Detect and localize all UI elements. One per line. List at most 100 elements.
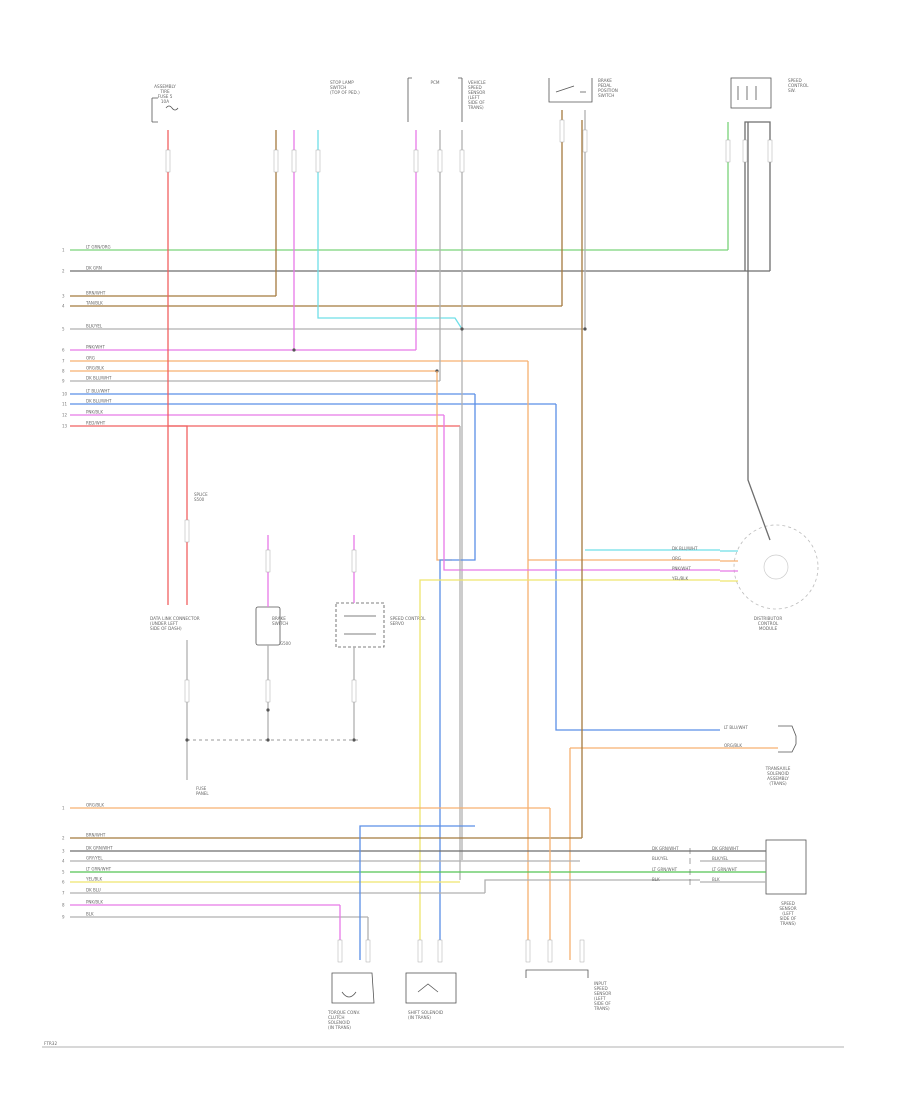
splice-dot bbox=[266, 708, 270, 712]
fuse-bracket bbox=[151, 97, 158, 123]
component-label-c12: SENSOR bbox=[779, 906, 796, 911]
component-label-c6: SPEED bbox=[788, 78, 802, 83]
solenoid-wire-label: ORG/BLK bbox=[724, 743, 742, 748]
component-label-c7: (UNDER LEFT bbox=[150, 621, 178, 626]
lower-bus-wire-label: BLK bbox=[86, 912, 94, 917]
inline-label: SPLICE bbox=[194, 492, 208, 497]
wire-tag bbox=[184, 519, 190, 543]
lower-bus-wire-label: GRY/YEL bbox=[86, 856, 103, 861]
wire-tag bbox=[291, 149, 297, 173]
component-label-c10: MODULE bbox=[759, 626, 778, 631]
bus-wire-label: LT BLU/WHT bbox=[86, 389, 110, 394]
wire-tag bbox=[742, 139, 748, 163]
component-label-c13: CLUTCH bbox=[328, 1015, 345, 1020]
component-label-c12: SPEED bbox=[781, 901, 795, 906]
lower-bus-wire-label: DK GRN/WHT bbox=[86, 846, 113, 851]
speed-sensor-right-label: LT GRN/WHT bbox=[712, 867, 738, 872]
inline-label: S500 bbox=[194, 497, 205, 502]
splice-dot bbox=[292, 348, 296, 352]
component-label-c6: SW. bbox=[788, 88, 796, 93]
shift-solenoid-coil bbox=[417, 983, 439, 993]
component-label-c3: PCM bbox=[430, 80, 439, 85]
brake-pedal-switch-symbol bbox=[548, 78, 593, 103]
distributor-wire-label: ORG bbox=[672, 556, 681, 561]
component-label-c12: (LEFT bbox=[782, 911, 794, 916]
wire-lower-blue-v bbox=[359, 825, 475, 960]
lower-bus-pin-number: 8 bbox=[62, 903, 65, 908]
wire-tag bbox=[351, 549, 357, 573]
lower-bus-pin-number: 7 bbox=[62, 891, 65, 896]
component-label-c15: SENSOR bbox=[594, 991, 611, 996]
bus-wire-label: PNK/WHT bbox=[86, 345, 105, 350]
wire-tag bbox=[417, 939, 423, 963]
wire-tag bbox=[413, 149, 419, 173]
wire-tag bbox=[437, 939, 443, 963]
bus-pin-number: 4 bbox=[62, 304, 65, 309]
component-label-c4: SENSOR bbox=[468, 90, 485, 95]
component-label-c7: DATA LINK CONNECTOR bbox=[150, 616, 200, 621]
component-label-c4: SIDE OF bbox=[468, 100, 485, 105]
wire-tag bbox=[165, 149, 171, 173]
bus-wire-label: TAN/BLK bbox=[85, 301, 103, 306]
distributor-wire-label: YEL/BLK bbox=[671, 576, 689, 581]
lower-bus-pin-number: 4 bbox=[62, 859, 65, 864]
bus-pin-number: 2 bbox=[62, 269, 65, 274]
inline-label: G500 bbox=[280, 641, 291, 646]
bus-pin-number: 3 bbox=[62, 294, 65, 299]
wire-tag bbox=[265, 549, 271, 573]
speed-control-switch-contacts bbox=[737, 86, 757, 100]
shift-solenoid-box bbox=[405, 972, 457, 1004]
lower-bus-pin-number: 3 bbox=[62, 849, 65, 854]
bus-wire-label: BRN/WHT bbox=[86, 291, 106, 296]
component-label-c15: SIDE OF bbox=[594, 1001, 611, 1006]
wire-pink-down bbox=[443, 415, 720, 571]
bus-pin-number: 5 bbox=[62, 327, 65, 332]
speed-sensor-right-label: BLK/YEL bbox=[712, 856, 729, 861]
tcc-solenoid-box bbox=[331, 972, 375, 1004]
distributor-wire-label: PNK/WHT bbox=[672, 566, 691, 571]
lower-bus-wire-label: BRN/WHT bbox=[86, 833, 106, 838]
bus-wire-label: LT GRN/ORG bbox=[86, 245, 111, 250]
component-label-c12: TRANS) bbox=[779, 921, 796, 926]
component-label-c13: (IN TRANS) bbox=[328, 1025, 351, 1030]
wire-tag bbox=[459, 149, 465, 173]
component-label-c11: SOLENOID bbox=[767, 771, 789, 776]
lower-bus-pin-number: 5 bbox=[62, 870, 65, 875]
speed-sensor-right-label: DK GRN/WHT bbox=[712, 846, 739, 851]
component-label-c2: STOP LAMP bbox=[330, 80, 354, 85]
speed-sensor-left-label: DK GRN/WHT bbox=[652, 846, 679, 851]
lower-bus-wire-label: ORG/BLK bbox=[86, 803, 104, 808]
solenoid-bracket bbox=[778, 725, 797, 753]
distributor-circle bbox=[733, 524, 819, 610]
speed-sensor-right-label: BLK bbox=[712, 877, 720, 882]
component-label-c2: (TOP OF PED.) bbox=[330, 90, 360, 95]
component-label-c6: CONTROL bbox=[788, 83, 809, 88]
bus-wire-label: DK BLU/WHT bbox=[86, 376, 112, 381]
wire-lower-tan-v bbox=[484, 879, 700, 893]
tcc-solenoid-coil bbox=[341, 991, 357, 998]
lower-bus-pin-number: 1 bbox=[62, 806, 65, 811]
wires bbox=[70, 110, 778, 963]
wire-tag bbox=[337, 939, 343, 963]
component-symbols bbox=[151, 77, 819, 1004]
lower-bus-wire-label: YEL/BLK bbox=[85, 877, 103, 882]
component-label-c9: SERVO bbox=[390, 621, 405, 626]
bus-pin-number: 12 bbox=[62, 413, 68, 418]
bus-wire-label: DK GRN bbox=[86, 266, 102, 271]
bus-pin-number: 6 bbox=[62, 348, 65, 353]
component-label-c4: TRANS) bbox=[467, 105, 484, 110]
stop-lamp-switch-symbol bbox=[407, 77, 463, 122]
servo-switch bbox=[344, 615, 376, 635]
wire-tag bbox=[315, 149, 321, 173]
brake-switch-box bbox=[255, 606, 281, 646]
component-label-c2: SWITCH bbox=[330, 85, 346, 90]
component-label-c14: SHIFT SOLENOID bbox=[408, 1010, 443, 1015]
bus-wire-label: ORG bbox=[86, 356, 95, 361]
input-speed-sensor-bracket bbox=[525, 969, 589, 978]
wire-blue2-down bbox=[555, 404, 720, 731]
bus-wire-label: ORG/BLK bbox=[86, 366, 104, 371]
wire-tag bbox=[582, 129, 588, 153]
